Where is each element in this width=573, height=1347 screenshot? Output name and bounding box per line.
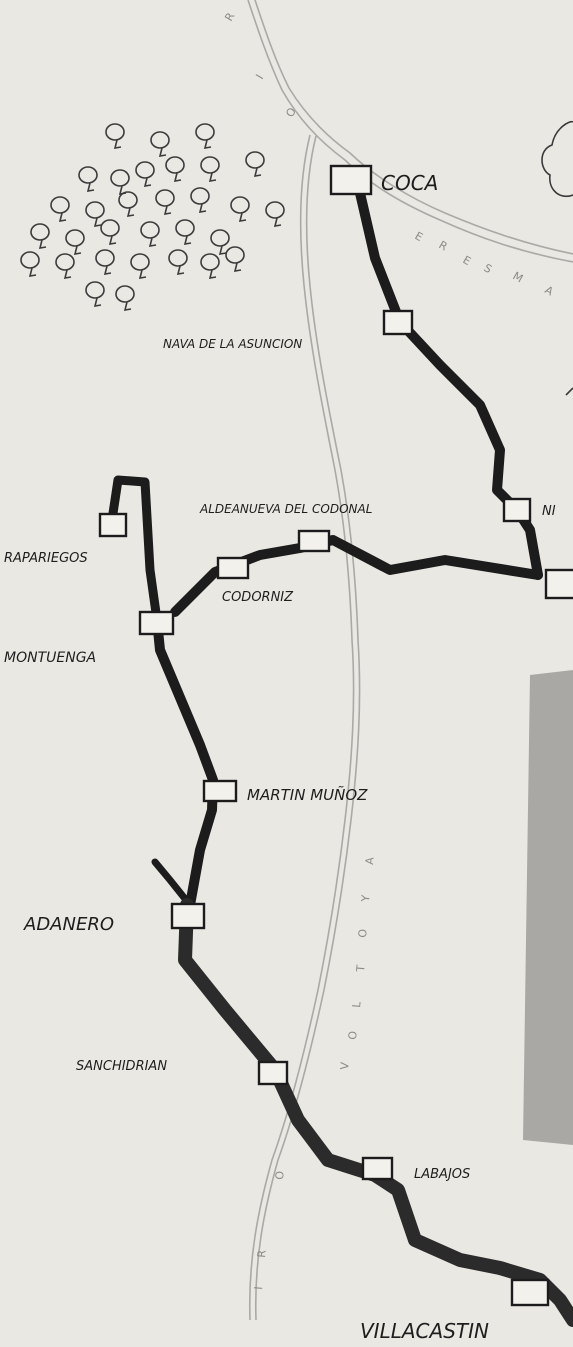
route-adanero-spur (151, 858, 194, 909)
station-label-montuenga: MONTUENGA (4, 650, 96, 666)
tree-icon (210, 229, 230, 255)
station-square-icon (329, 164, 373, 196)
tree-icon (230, 196, 250, 222)
station-square-icon (98, 512, 128, 538)
tree-icon (20, 251, 40, 277)
station-label-adanero: ADANERO (23, 914, 114, 935)
tree-icon (200, 156, 220, 182)
route-adanero-villacastin (178, 898, 573, 1327)
station-square-icon (382, 309, 414, 336)
river-voltoya (248, 639, 361, 1321)
tree-icon (195, 123, 215, 149)
forest-icon (20, 123, 285, 311)
tree-icon (85, 281, 105, 307)
station-label-labajos: LABAJOS (414, 1167, 470, 1182)
tree-icon (50, 196, 70, 222)
tree-icon (118, 191, 138, 217)
station-square-icon (202, 779, 238, 803)
tree-icon (30, 223, 50, 249)
tree-icon (265, 201, 285, 227)
tree-icon (175, 219, 195, 245)
cloud-outline-icon (541, 120, 573, 197)
station-label-aldeanueva: ALDEANUEVA DEL CODONAL (199, 502, 372, 516)
river-voltoya-letter: O (273, 1170, 287, 1180)
tree-icon (95, 249, 115, 275)
river-voltoya-letter: T (354, 964, 368, 973)
tree-icon (115, 285, 135, 311)
station-square-icon (502, 497, 532, 523)
river-eresma-letter: I (253, 72, 266, 81)
tree-icon (85, 201, 105, 227)
river-voltoya-letter: O (356, 928, 370, 938)
station-square-icon (257, 1060, 289, 1086)
station-square-icon (216, 556, 250, 580)
river-voltoya-letter: R (255, 1249, 269, 1258)
river-voltoya-letter: I (252, 1286, 265, 1290)
station-square-icon (544, 568, 573, 600)
station-label-nieva: NI (542, 504, 556, 519)
tree-icon (140, 221, 160, 247)
tree-icon (78, 166, 98, 192)
station-square-icon (297, 529, 331, 553)
station-label-nava: NAVA DE LA ASUNCION (163, 337, 302, 351)
tree-icon (225, 246, 245, 272)
tree-icon (100, 219, 120, 245)
station-label-martin: MARTIN MUÑOZ (247, 785, 368, 804)
station-square-icon (170, 902, 206, 930)
station-label-rapariegos: RAPARIEGOS (4, 551, 88, 566)
station-label-codorniz: CODORNIZ (222, 590, 294, 605)
station-square-icon (361, 1156, 394, 1181)
stations (98, 164, 573, 1307)
station-label-coca: COCA (381, 171, 438, 195)
river-voltoya-letter: V (338, 1061, 352, 1070)
river-voltoya-letter: A (363, 856, 377, 865)
station-square-icon (510, 1278, 550, 1307)
river-voltoya-letter: L (350, 1000, 364, 1008)
tree-icon (155, 189, 175, 215)
tree-icon (190, 187, 210, 213)
tree-icon (65, 229, 85, 255)
tree-icon (245, 151, 265, 177)
tree-icon (165, 156, 185, 182)
route-rapariegos-spur (107, 475, 162, 625)
cloud-arrow-icon (565, 387, 573, 396)
tree-icon (135, 161, 155, 187)
station-square-icon (138, 610, 175, 636)
tree-icon (55, 253, 75, 279)
tree-icon (168, 249, 188, 275)
tree-icon (200, 253, 220, 279)
river-voltoya-letter: O (346, 1030, 360, 1040)
grey-band (523, 670, 573, 1145)
station-label-sanchidrian: SANCHIDRIAN (76, 1059, 167, 1074)
tree-icon (105, 123, 125, 149)
station-labels: COCA NAVA DE LA ASUNCION NI ALDEANUEVA D… (4, 171, 556, 1343)
tree-icon (150, 131, 170, 157)
river-voltoya-letter: Y (359, 894, 373, 903)
tree-icon (130, 253, 150, 279)
station-label-villacastin: VILLACASTIN (360, 1319, 489, 1343)
